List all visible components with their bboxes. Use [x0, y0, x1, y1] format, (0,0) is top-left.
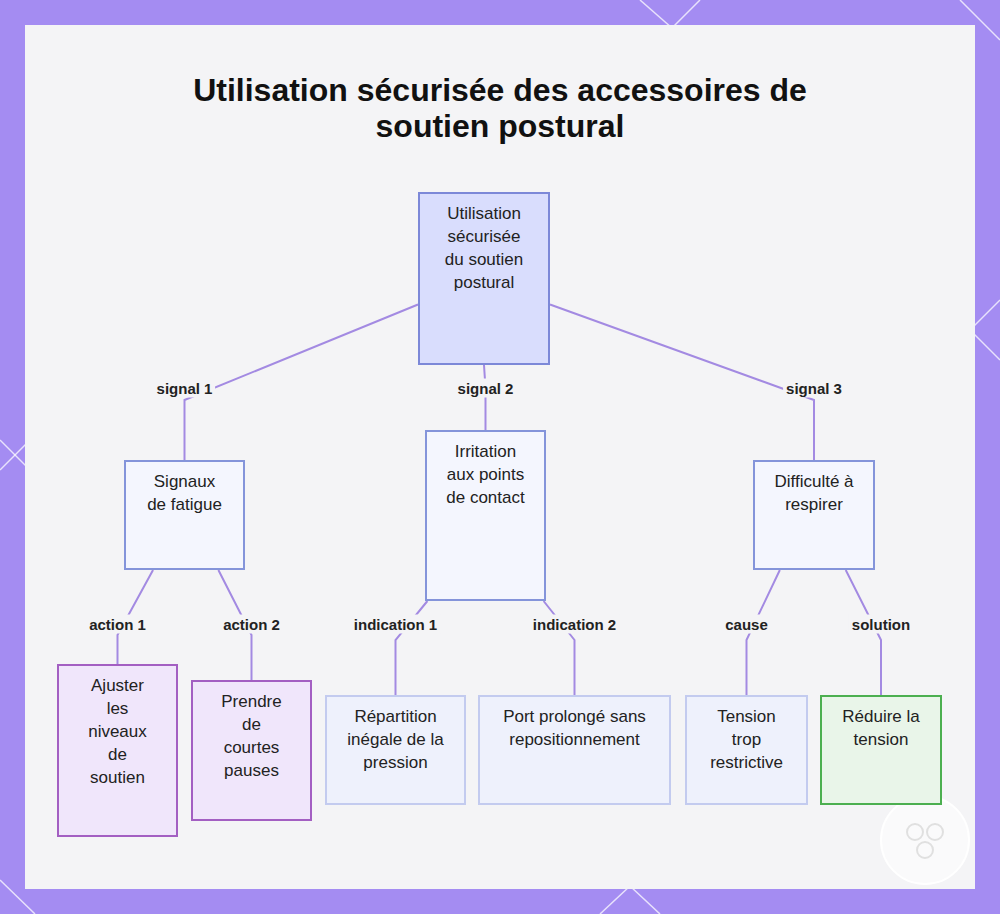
edge-label: signal 2 — [455, 379, 517, 398]
edge-label: cause — [722, 615, 771, 634]
node-text: Difficulté à respirer — [774, 470, 854, 516]
edge-label: solution — [849, 615, 913, 634]
node-text: Signaux de fatigue — [142, 470, 227, 516]
diagram-title: Utilisation sécurisée des accessoires de… — [150, 72, 850, 144]
indication-box: Répartition inégale de la pression — [325, 695, 466, 805]
node-text: Port prolongé sans repositionnement — [503, 705, 647, 751]
edge-label: signal 1 — [154, 379, 216, 398]
connector-line — [550, 304, 814, 460]
node-text: Irritation aux points de contact — [446, 440, 526, 509]
signal-box: Signaux de fatigue — [124, 460, 245, 570]
signal-box: Irritation aux points de contact — [425, 430, 546, 601]
edge-label: indication 2 — [530, 615, 619, 634]
connector-line — [185, 304, 419, 460]
edge-label: action 1 — [86, 615, 149, 634]
node-text: Utilisation sécurisée du soutien postura… — [440, 202, 528, 294]
node-text: Tension trop restrictive — [704, 705, 789, 774]
solution-box: Réduire la tension — [820, 695, 942, 805]
root-box: Utilisation sécurisée du soutien postura… — [418, 192, 550, 365]
indication-box: Port prolongé sans repositionnement — [478, 695, 671, 805]
node-text: Prendre de courtes pauses — [214, 690, 289, 782]
connector-line — [484, 365, 486, 430]
node-text: Réduire la tension — [836, 705, 926, 751]
action-box: Ajuster les niveaux de soutien — [57, 664, 178, 837]
edge-label: action 2 — [220, 615, 283, 634]
action-box: Prendre de courtes pauses — [191, 680, 312, 821]
signal-box: Difficulté à respirer — [753, 460, 875, 570]
node-text: Répartition inégale de la pression — [345, 705, 447, 774]
edge-label: indication 1 — [351, 615, 440, 634]
node-text: Ajuster les niveaux de soutien — [82, 674, 154, 789]
edge-label: signal 3 — [783, 379, 845, 398]
cause-box: Tension trop restrictive — [685, 695, 808, 805]
